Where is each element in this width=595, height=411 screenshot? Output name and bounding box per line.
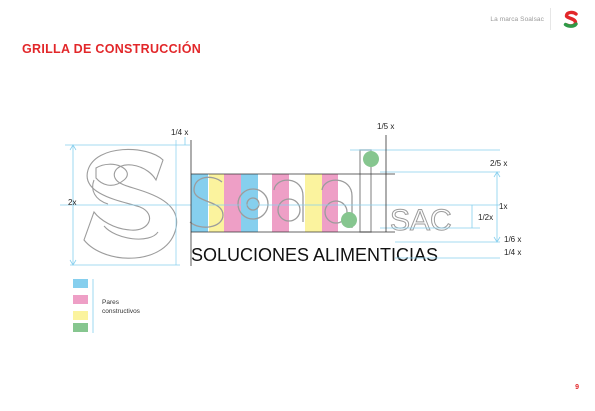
brand-caption: La marca Soalsac <box>490 16 544 23</box>
header-divider <box>550 8 551 30</box>
pair-yellow-2 <box>305 174 322 232</box>
pair-gap <box>258 174 272 232</box>
label-half: 1/2x <box>478 213 493 222</box>
swatch-green <box>73 323 88 332</box>
left-measure <box>69 137 186 266</box>
legend-label-line2: constructivos <box>102 308 140 315</box>
green-dot-bottom <box>341 212 357 228</box>
page-title: GRILLA DE CONSTRUCCIÓN <box>22 42 202 56</box>
sac-outline-text: SAC <box>390 204 452 237</box>
pair-blue-2 <box>241 174 258 232</box>
logo-tagline: SOLUCIONES ALIMENTICIAS <box>191 245 438 265</box>
pair-yellow-1 <box>209 174 224 232</box>
page-number: 9 <box>575 384 579 391</box>
s-symbol-outline <box>83 148 178 259</box>
label-two-fifths: 2/5 x <box>490 159 507 168</box>
label-top-quarter: 1/4 x <box>171 128 188 137</box>
soalsac-logo-icon <box>563 10 578 28</box>
green-dot-top <box>363 151 379 167</box>
pair-pink-1 <box>224 174 241 232</box>
pair-blue-1 <box>191 174 208 232</box>
swatch-blue <box>73 279 88 288</box>
legend-swatches <box>73 279 94 333</box>
label-left-height: 2x <box>68 198 76 207</box>
swatch-yellow <box>73 311 88 320</box>
measure-lines <box>190 135 395 266</box>
legend-label-line1: Pares <box>102 299 119 306</box>
label-quarter: 1/4 x <box>504 248 521 257</box>
right-measures <box>471 171 501 243</box>
label-top-fifth: 1/5 x <box>377 122 394 131</box>
swatch-pink <box>73 295 88 304</box>
label-x: 1x <box>499 202 507 211</box>
guide-lines <box>60 140 500 266</box>
label-sixth: 1/6 x <box>504 235 521 244</box>
